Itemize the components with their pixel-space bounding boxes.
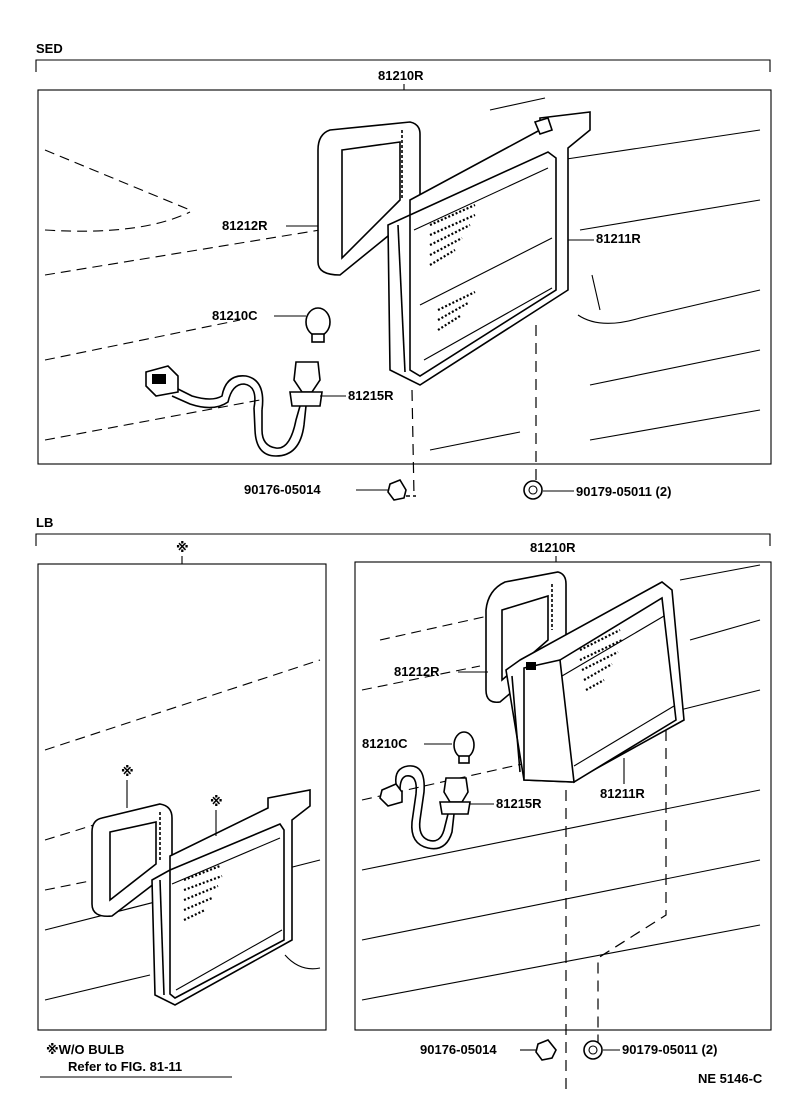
sed-assembly-label: 81210R xyxy=(378,68,424,83)
lb-lens-label: 81211R xyxy=(600,786,645,801)
footnote-refer: Refer to FIG. 81-11 xyxy=(68,1059,182,1074)
lb-wo-bulb-mark: ※ xyxy=(176,540,189,555)
lb-assembly-label: 81210R xyxy=(530,540,576,555)
footnote-mark: ※W/O BULB xyxy=(46,1042,124,1057)
lb-right-body-lines xyxy=(361,564,761,1001)
sed-section: SED 81210R xyxy=(35,41,772,501)
lb-bracket xyxy=(35,533,771,546)
lb-bulb-label: 81210C xyxy=(362,736,408,751)
sed-body-lines xyxy=(44,97,761,451)
lb-right-frame xyxy=(354,561,772,1031)
lb-left-frame xyxy=(37,563,327,1031)
sed-gasket-label: 81212R xyxy=(222,218,268,233)
sed-nut-label: 90179-05011 (2) xyxy=(576,484,671,499)
lb-screw-label: 90176-05014 xyxy=(420,1042,497,1057)
lb-right-housing xyxy=(505,581,685,784)
sed-socket xyxy=(145,361,323,457)
lb-section-title: LB xyxy=(36,515,53,530)
lb-nut-label: 90179-05011 (2) xyxy=(622,1042,717,1057)
sed-screw xyxy=(387,479,407,501)
sed-nut xyxy=(523,480,543,500)
lb-section: LB ※ ※ ※ 81 xyxy=(35,515,772,1090)
lb-left-lens-mark: ※ xyxy=(210,794,223,809)
sed-bulb xyxy=(305,307,331,343)
lb-left-gasket xyxy=(91,803,173,918)
sed-screw-label: 90176-05014 xyxy=(244,482,321,497)
lb-left-housing xyxy=(151,789,311,1006)
lb-left-gasket-mark: ※ xyxy=(121,764,134,779)
lb-right-bulb xyxy=(453,731,475,764)
sed-gasket xyxy=(317,121,421,276)
lb-screw xyxy=(535,1039,557,1061)
sed-screw-guide xyxy=(411,389,415,497)
sed-socket-label: 81215R xyxy=(348,388,394,403)
sed-lens-label: 81211R xyxy=(596,231,641,246)
footnote: ※W/O BULB Refer to FIG. 81-11 NE 5146-C xyxy=(40,1042,763,1086)
sed-frame xyxy=(37,89,772,465)
sed-bracket xyxy=(35,59,771,72)
sed-section-title: SED xyxy=(36,41,63,56)
lb-nut-guide xyxy=(597,730,667,1046)
lb-gasket-label: 81212R xyxy=(394,664,440,679)
lb-socket-label: 81215R xyxy=(496,796,542,811)
sed-lamp-housing xyxy=(387,111,591,386)
lb-nut xyxy=(583,1040,603,1060)
sed-bulb-label: 81210C xyxy=(212,308,258,323)
lb-right-socket xyxy=(379,765,471,850)
figure-id: NE 5146-C xyxy=(698,1071,763,1086)
